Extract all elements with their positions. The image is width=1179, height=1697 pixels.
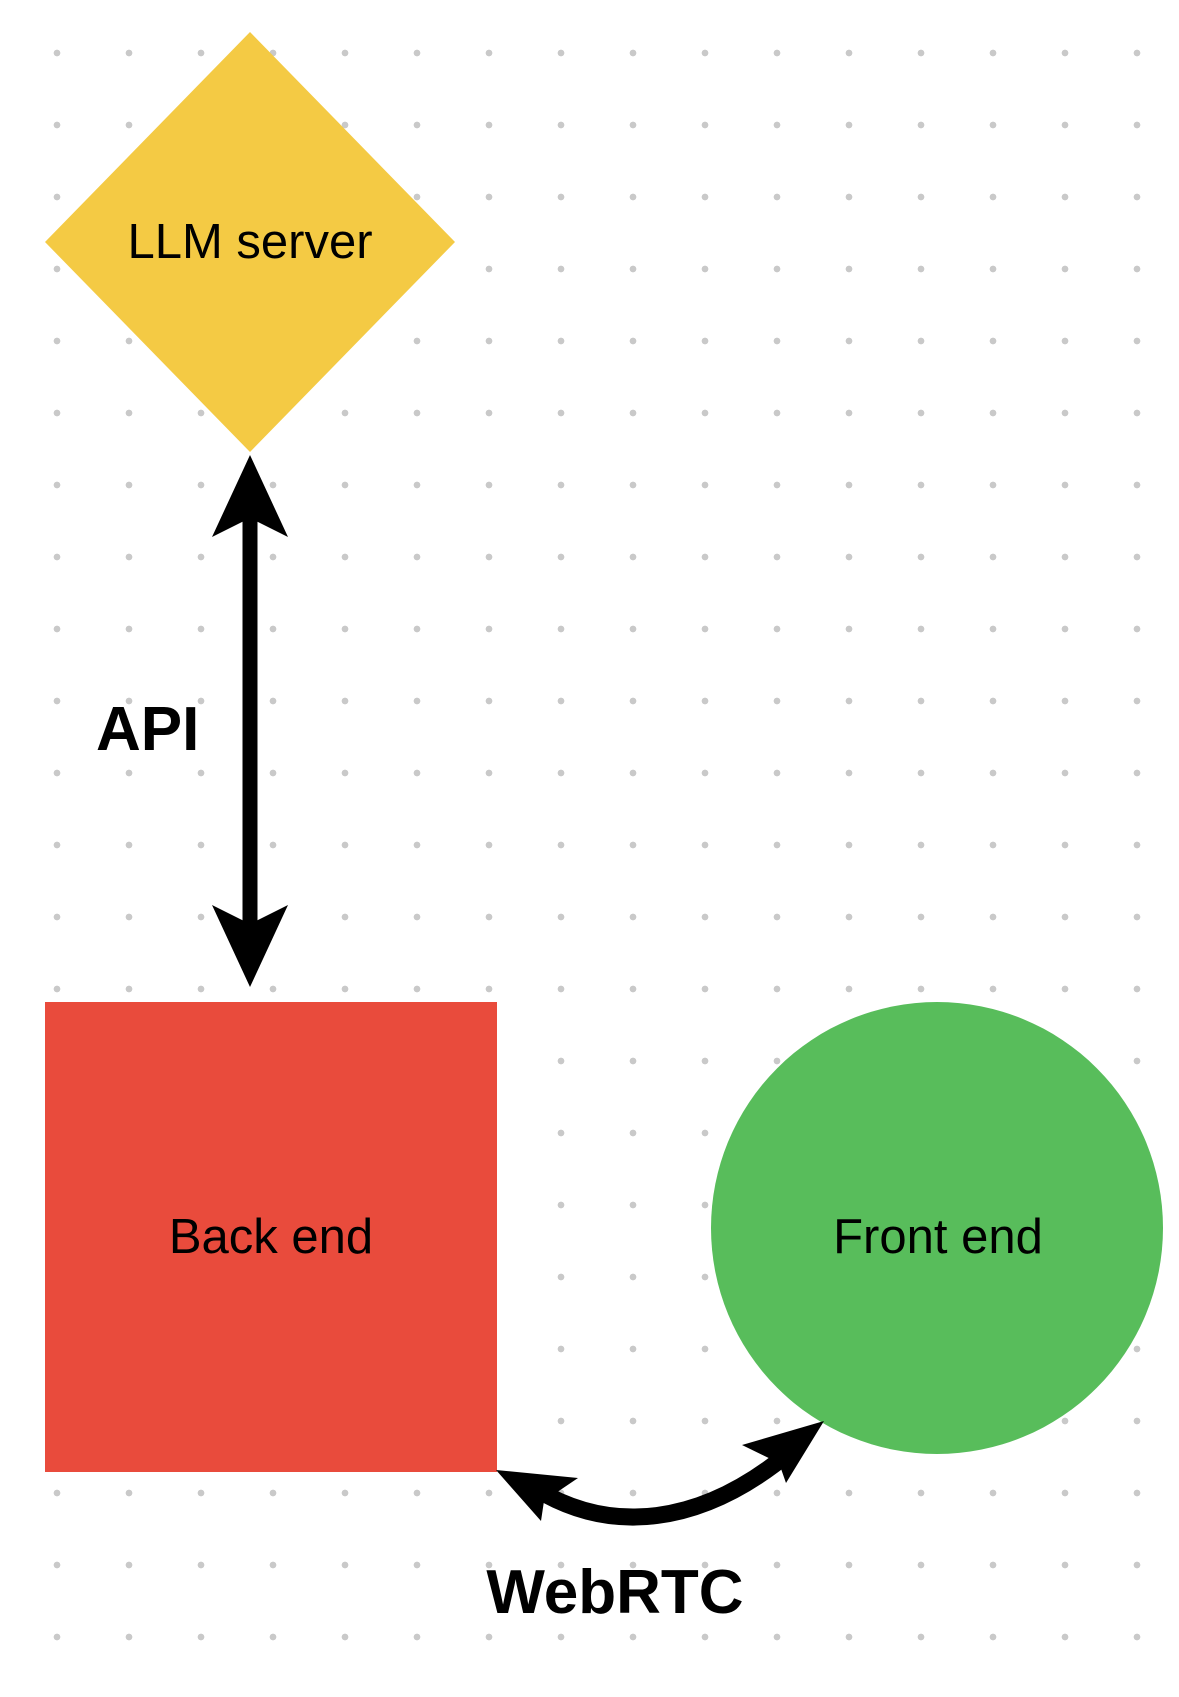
edge-webrtc-curve bbox=[531, 1445, 796, 1526]
edge-webrtc-arrowhead-left bbox=[496, 1470, 578, 1521]
edge-webrtc-arrowhead-right bbox=[742, 1421, 824, 1483]
edge-api-label: API bbox=[96, 695, 200, 764]
edge-api-arrowhead-up bbox=[212, 455, 288, 537]
node-back-end-shape[interactable] bbox=[45, 1002, 497, 1472]
edge-api-arrowhead-down bbox=[212, 905, 288, 987]
edge-webrtc-label: WebRTC bbox=[486, 1558, 744, 1627]
node-llm-server-shape[interactable] bbox=[45, 32, 455, 452]
node-front-end-shape[interactable] bbox=[711, 1002, 1163, 1454]
edge-webrtc[interactable] bbox=[496, 1421, 824, 1526]
edge-api[interactable] bbox=[212, 455, 288, 987]
